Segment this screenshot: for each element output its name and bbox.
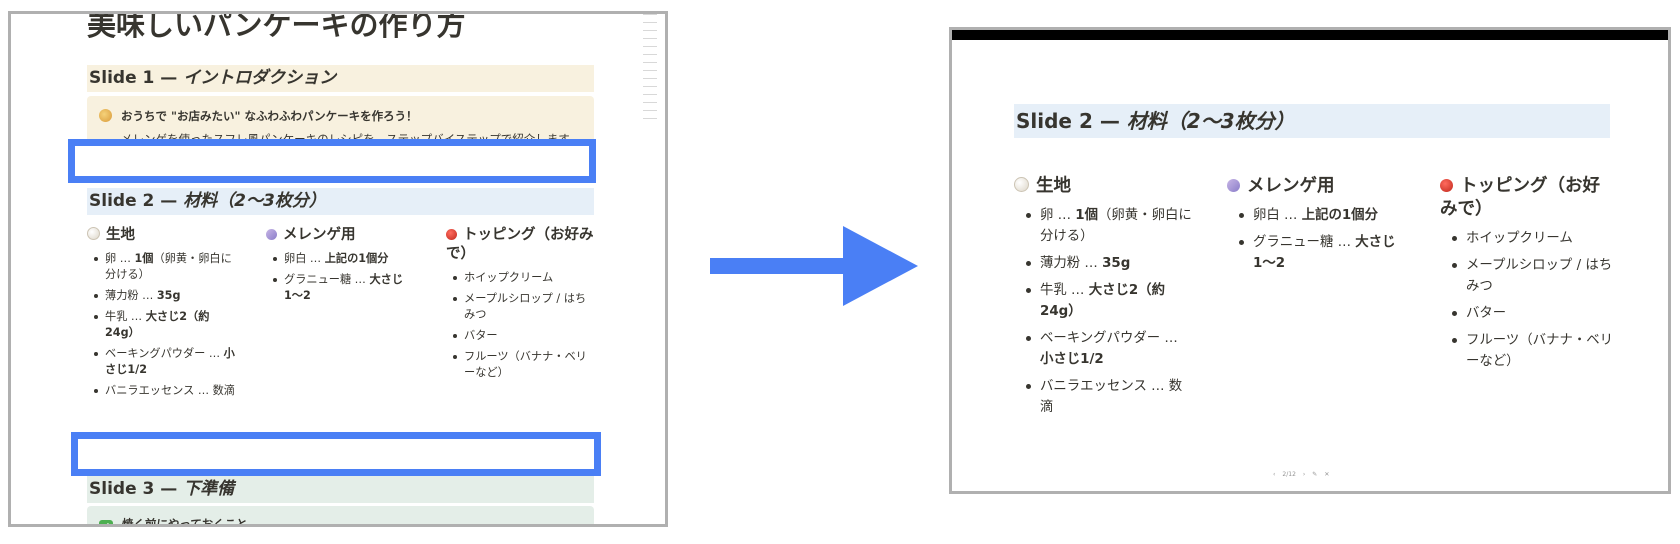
list-item: グラニュー糖 … 大さじ1〜2 xyxy=(266,272,416,304)
slide-3-callout: ✓ 焼く前にやっておくこと xyxy=(87,506,594,527)
egg-icon xyxy=(87,227,100,240)
strawberry-icon xyxy=(1440,179,1453,192)
callout-line-1: ✓ 焼く前にやっておくこと xyxy=(99,516,248,527)
outline-minimap[interactable] xyxy=(643,14,657,134)
list-item: 卵白 … 上記の1個分 xyxy=(266,251,416,267)
bread-icon xyxy=(99,109,112,122)
list-item: 薄力粉 … 35g xyxy=(1014,253,1194,274)
list-item: フルーツ（バナナ・ベリーなど） xyxy=(1440,330,1615,372)
list-item: バニラエッセンス … 数滴 xyxy=(87,383,235,399)
column-heading: トッピング（お好みで） xyxy=(1440,175,1615,221)
ingredient-column-meringue: メレンゲ用 卵白 … 上記の1個分 グラニュー糖 … 大さじ1〜2 xyxy=(266,226,416,309)
ingredient-list: 卵 … 1個（卵黄・卵白に分ける） 薄力粉 … 35g 牛乳 … 大さじ2（約2… xyxy=(87,251,235,399)
slide-1-name: イントロダクション xyxy=(183,68,337,88)
list-item: 卵 … 1個（卵黄・卵白に分ける） xyxy=(1014,205,1194,247)
slide-2-prefix: Slide 2 — xyxy=(89,191,184,211)
page-indicator: 2/12 xyxy=(1282,471,1296,478)
list-item: フルーツ（バナナ・ベリーなど） xyxy=(446,349,594,381)
check-icon: ✓ xyxy=(99,520,113,524)
column-heading-text: 生地 xyxy=(106,227,135,243)
column-heading-text: 生地 xyxy=(1036,176,1071,196)
callout-line-1: おうちで "お店みたい" なふわふわパンケーキを作ろう！ xyxy=(99,108,418,124)
list-item: ベーキングパウダー … 小さじ1/2 xyxy=(1014,328,1194,370)
column-heading: メレンゲ用 xyxy=(1227,175,1407,198)
highlight-box-slide-break-1 xyxy=(68,139,596,183)
document-title: 美味しいパンケーキの作り方 xyxy=(87,11,466,42)
slide-column-dough: 生地 卵 … 1個（卵黄・卵白に分ける） 薄力粉 … 35g 牛乳 … 大さじ2… xyxy=(1014,175,1194,424)
list-item: バニラエッセンス … 数滴 xyxy=(1014,376,1194,418)
list-item: ホイップクリーム xyxy=(1440,228,1615,249)
egg-icon xyxy=(1014,177,1029,192)
ingredient-list: 卵 … 1個（卵黄・卵白に分ける） 薄力粉 … 35g 牛乳 … 大さじ2（約2… xyxy=(1014,205,1194,418)
ingredient-list: ホイップクリーム メープルシロップ / はちみつ バター フルーツ（バナナ・ベリ… xyxy=(446,270,594,381)
slide-title-name: 材料（2〜3枚分） xyxy=(1126,109,1295,133)
prev-slide-icon[interactable]: ‹ xyxy=(1273,471,1276,478)
slide-1-prefix: Slide 1 — xyxy=(89,68,184,88)
strawberry-icon xyxy=(446,229,457,240)
slide-3-prefix: Slide 3 — xyxy=(89,479,184,499)
list-item: 牛乳 … 大さじ2（約24g） xyxy=(1014,280,1194,322)
slide-column-meringue: メレンゲ用 卵白 … 上記の1個分 グラニュー糖 … 大さじ1〜2 xyxy=(1227,175,1407,280)
whisk-icon xyxy=(1227,179,1240,192)
ingredient-list: 卵白 … 上記の1個分 グラニュー糖 … 大さじ1〜2 xyxy=(1227,205,1407,274)
highlight-box-slide-break-2 xyxy=(71,432,601,476)
edit-icon[interactable]: ✎ xyxy=(1312,471,1318,478)
transition-arrow-icon xyxy=(710,226,918,306)
slide-title: Slide 2 — 材料（2〜3枚分） xyxy=(1014,104,1610,138)
close-icon[interactable]: ✕ xyxy=(1324,471,1330,478)
list-item: 卵白 … 上記の1個分 xyxy=(1227,205,1407,226)
list-item: メープルシロップ / はちみつ xyxy=(1440,255,1615,297)
list-item: バター xyxy=(446,328,594,344)
slide-top-bar xyxy=(952,30,1668,40)
list-item: メープルシロップ / はちみつ xyxy=(446,291,594,323)
callout-line-1-text: おうちで "お店みたい" なふわふわパンケーキを作ろう！ xyxy=(121,109,418,123)
list-item: グラニュー糖 … 大さじ1〜2 xyxy=(1227,232,1407,274)
column-heading: 生地 xyxy=(87,226,235,245)
slide-title-prefix: Slide 2 — xyxy=(1016,109,1127,133)
slide-1-heading[interactable]: Slide 1 — イントロダクション xyxy=(87,65,594,92)
list-item: バター xyxy=(1440,303,1615,324)
slide-separator xyxy=(87,438,594,466)
slide-column-topping: トッピング（お好みで） ホイップクリーム メープルシロップ / はちみつ バター… xyxy=(1440,175,1615,378)
slide-preview-frame: Slide 2 — 材料（2〜3枚分） 生地 卵 … 1個（卵黄・卵白に分ける）… xyxy=(949,27,1671,494)
list-item: 卵 … 1個（卵黄・卵白に分ける） xyxy=(87,251,235,283)
column-heading: 生地 xyxy=(1014,175,1194,198)
whisk-icon xyxy=(266,229,277,240)
ingredient-column-dough: 生地 卵 … 1個（卵黄・卵白に分ける） 薄力粉 … 35g 牛乳 … 大さじ2… xyxy=(87,226,235,404)
ingredient-list: ホイップクリーム メープルシロップ / はちみつ バター フルーツ（バナナ・ベリ… xyxy=(1440,228,1615,372)
slide-navigation-controls: ‹ 2/12 › ✎ ✕ xyxy=(1273,471,1329,478)
slide-2-name: 材料（2〜3枚分） xyxy=(183,191,326,211)
slide-3-name: 下準備 xyxy=(183,479,235,499)
column-heading: トッピング（お好みで） xyxy=(446,226,594,264)
list-item: ホイップクリーム xyxy=(446,270,594,286)
next-slide-icon[interactable]: › xyxy=(1302,471,1306,478)
list-item: ベーキングパウダー … 小さじ1/2 xyxy=(87,346,235,378)
slide-2-heading[interactable]: Slide 2 — 材料（2〜3枚分） xyxy=(87,188,594,215)
callout-line-1-text: 焼く前にやっておくこと xyxy=(122,517,248,527)
list-item: 薄力粉 … 35g xyxy=(87,288,235,304)
column-heading-text: メレンゲ用 xyxy=(283,227,356,243)
column-heading: メレンゲ用 xyxy=(266,226,416,245)
list-item: 牛乳 … 大さじ2（約24g） xyxy=(87,309,235,341)
column-heading-text: トッピング（お好みで） xyxy=(446,227,594,262)
slide-3-heading[interactable]: Slide 3 — 下準備 xyxy=(87,476,594,503)
ingredient-list: 卵白 … 上記の1個分 グラニュー糖 … 大さじ1〜2 xyxy=(266,251,416,304)
ingredient-column-topping: トッピング（お好みで） ホイップクリーム メープルシロップ / はちみつ バター… xyxy=(446,226,594,386)
column-heading-text: メレンゲ用 xyxy=(1247,176,1335,196)
column-heading-text: トッピング（お好みで） xyxy=(1440,176,1600,219)
